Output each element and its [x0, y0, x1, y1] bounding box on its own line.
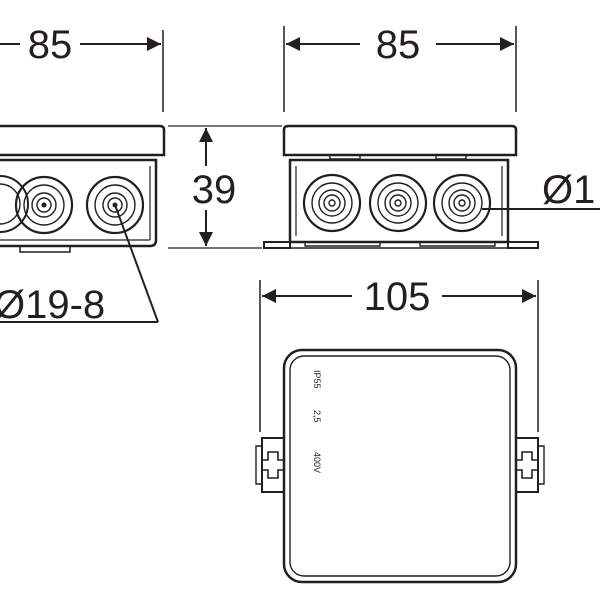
side-lid: [282, 124, 518, 157]
marking-cross-section: 2,5: [312, 410, 322, 423]
side-view: 85: [263, 23, 600, 249]
marking-voltage: 400V: [312, 452, 322, 473]
front-hole-diameter-label: Ø19-8: [0, 283, 105, 327]
mount-ear-left: [255, 437, 285, 493]
mount-ear-right: [515, 437, 545, 493]
front-body: [0, 158, 158, 248]
side-foot-left: [263, 241, 291, 249]
side-gland-1: [302, 173, 362, 233]
top-view: 105 IP55 2,5 400V: [255, 275, 545, 584]
side-gland-2: [368, 173, 428, 233]
front-gland-right: [85, 175, 145, 235]
front-gland-partial: [0, 175, 29, 233]
front-width-label: 85: [28, 23, 73, 67]
front-lid: [0, 124, 166, 157]
front-hole-leader: [114, 204, 159, 323]
side-hole-diameter-label: Ø1: [542, 168, 595, 212]
height-label: 39: [192, 168, 237, 212]
side-bottom-rib-right: [419, 242, 496, 247]
front-gland-middle: [14, 175, 74, 235]
side-gland-3: [432, 173, 492, 233]
height-dimension: 39: [168, 125, 282, 249]
top-lid-inner: [289, 355, 511, 577]
front-bottom-tab: [19, 246, 71, 253]
side-bottom-rib-left: [304, 242, 381, 247]
marking-ip-rating: IP55: [312, 370, 322, 389]
base-width-label: 105: [364, 275, 431, 319]
side-width-label: 85: [376, 23, 421, 67]
side-foot-right: [507, 241, 539, 249]
front-view: 85: [0, 23, 166, 327]
